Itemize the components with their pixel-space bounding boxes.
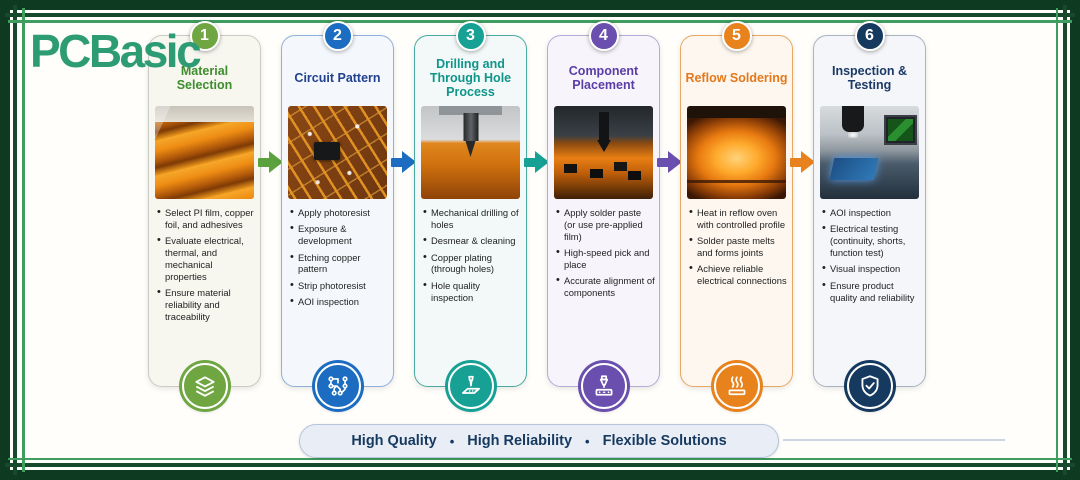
step-title: Component Placement: [568, 64, 639, 92]
process-steps-row: 1 Material Selection Select PI film, cop…: [148, 21, 926, 409]
bullet-item: Achieve reliable electrical connections: [689, 262, 788, 287]
arrow-right-icon: [524, 151, 550, 173]
step-card-inspection-testing: 6 Inspection & Testing AOI inspection El…: [813, 21, 926, 409]
arrow-slot: [790, 35, 816, 387]
bullet-item: High-speed pick and place: [556, 246, 655, 271]
step-title: Inspection & Testing: [831, 64, 907, 92]
reflow-oven-photo: [687, 106, 786, 199]
step-title: Drilling and Through Hole Process: [429, 57, 512, 99]
microscope-shape: [842, 106, 864, 138]
drilling-photo: [421, 106, 520, 199]
pcb-shape: [829, 158, 879, 180]
heat-icon: [713, 363, 760, 409]
step-card-material-selection: 1 Material Selection Select PI film, cop…: [148, 21, 261, 409]
frame-line: [5, 463, 1075, 467]
bullet-item: Exposure & development: [290, 222, 389, 247]
step-bullets: Apply photoresist Exposure & development…: [282, 206, 393, 309]
bullet-item: Solder paste melts and forms joints: [689, 234, 788, 259]
pi-film-photo: [155, 106, 254, 199]
chips-shape: [564, 164, 577, 173]
frame-line: [1055, 8, 1058, 472]
step-bullets: Mechanical drilling of holes Desmear & c…: [415, 206, 526, 304]
dot-separator: •: [585, 433, 590, 449]
bullet-item: Accurate alignment of components: [556, 274, 655, 299]
drill-icon: [447, 363, 494, 409]
arrow-slot: [391, 35, 417, 387]
step-number-badge: 1: [189, 21, 220, 51]
frame-line: [1063, 5, 1067, 475]
step-title: Circuit Pattern: [294, 71, 381, 85]
bullet-item: Copper plating (through holes): [423, 251, 522, 276]
circuit-icon: [314, 363, 361, 409]
frame-line: [22, 8, 25, 472]
bullet-item: Strip photoresist: [290, 279, 389, 293]
footer-item: Flexible Solutions: [602, 433, 727, 449]
step-card-component-placement: 4 Component Placement Apply solder paste…: [547, 21, 660, 409]
step-card-drilling: 3 Drilling and Through Hole Process Mech…: [414, 21, 527, 409]
frame-line: [8, 457, 1072, 460]
step-bullets: Select PI film, copper foil, and adhesiv…: [149, 206, 260, 323]
arrow-right-icon: [657, 151, 683, 173]
pick-place-photo: [554, 106, 653, 199]
circuit-pattern-photo: [288, 106, 387, 199]
monitor-shape: [884, 115, 917, 145]
bullet-item: Electrical testing (continuity, shorts, …: [822, 222, 921, 259]
step-bullets: AOI inspection Electrical testing (conti…: [814, 206, 925, 304]
step-bullets: Apply solder paste (or use pre-applied f…: [548, 206, 659, 299]
bullet-item: AOI inspection: [290, 295, 389, 309]
step-number-badge: 2: [322, 21, 353, 51]
drill-bit-shape: [463, 113, 478, 141]
arrow-slot: [524, 35, 550, 387]
bullet-item: Etching copper pattern: [290, 251, 389, 276]
step-number-badge: 3: [455, 21, 486, 51]
step-title: Material Selection: [176, 64, 233, 92]
step-bullets: Heat in reflow oven with controlled prof…: [681, 206, 792, 287]
footer-item: High Reliability: [467, 433, 573, 449]
shield-check-icon: [846, 363, 893, 409]
step-number-badge: 6: [854, 21, 885, 51]
frame-line: [5, 13, 1075, 17]
bullet-item: Evaluate electrical, thermal, and mechan…: [157, 234, 256, 282]
nozzle-shape: [598, 112, 609, 140]
pcbasic-logo: PCBasic: [30, 25, 202, 77]
footer-connector-line: [783, 439, 1005, 441]
arrow-slot: [657, 35, 683, 387]
bullet-item: Hole quality inspection: [423, 279, 522, 304]
pick-place-icon: [580, 363, 627, 409]
frame-line: [8, 20, 1072, 23]
arrow-right-icon: [790, 151, 816, 173]
bullet-item: AOI inspection: [822, 206, 921, 220]
arrow-right-icon: [258, 151, 284, 173]
step-number-badge: 4: [588, 21, 619, 51]
bullet-item: Apply solder paste (or use pre-applied f…: [556, 206, 655, 243]
step-title: Reflow Soldering: [685, 71, 788, 85]
step-card-reflow-soldering: 5 Reflow Soldering Heat in reflow oven w…: [680, 21, 793, 409]
frame-line: [13, 5, 17, 475]
bullet-item: Ensure product quality and reliability: [822, 279, 921, 304]
machine-head-shape: [439, 106, 502, 115]
step-number-badge: 5: [721, 21, 752, 51]
bullet-item: Select PI film, copper foil, and adhesiv…: [157, 206, 256, 231]
bullet-item: Apply photoresist: [290, 206, 389, 220]
footer-banner: High Quality • High Reliability • Flexib…: [299, 424, 779, 458]
footer-item: High Quality: [351, 433, 437, 449]
dot-separator: •: [449, 433, 455, 449]
bullet-item: Ensure material reliability and traceabi…: [157, 286, 256, 323]
layers-icon: [181, 363, 228, 409]
bullet-item: Mechanical drilling of holes: [423, 206, 522, 231]
arrow-slot: [258, 35, 284, 387]
bullet-item: Visual inspection: [822, 262, 921, 276]
bullet-item: Heat in reflow oven with controlled prof…: [689, 206, 788, 231]
chip-shape: [314, 142, 340, 160]
bullet-item: Desmear & cleaning: [423, 234, 522, 248]
step-card-circuit-pattern: 2 Circuit Pattern Apply photoresist Expo…: [281, 21, 394, 409]
inspection-photo: [820, 106, 919, 199]
arrow-right-icon: [391, 151, 417, 173]
